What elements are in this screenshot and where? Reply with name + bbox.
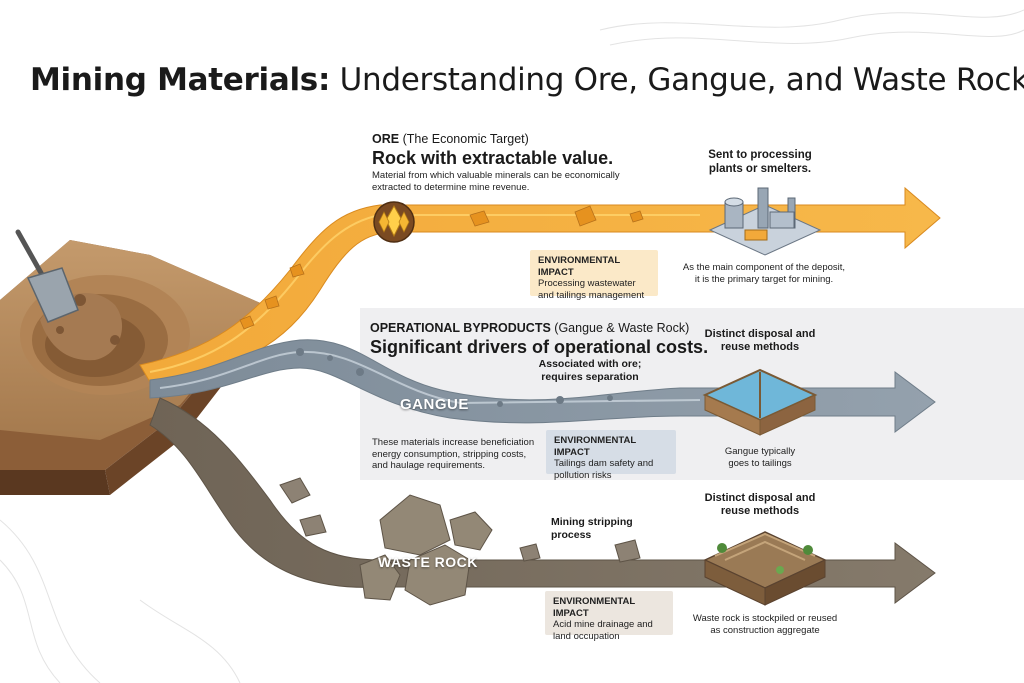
ore-headline: Rock with extractable value. — [372, 148, 613, 169]
waste-rock-label: WASTE ROCK — [378, 554, 478, 570]
waste-destination: Distinct disposal and reuse methods — [690, 492, 830, 518]
gangue-env-heading: ENVIRONMENTAL IMPACT — [554, 435, 668, 458]
byproducts-header-rest: (Gangue & Waste Rock) — [554, 321, 689, 335]
boulder-pile — [360, 495, 492, 605]
title-bold: Mining Materials: — [30, 62, 330, 98]
ore-env-text: Processing wastewater and tailings manag… — [538, 278, 644, 301]
ore-env-heading: ENVIRONMENTAL IMPACT — [538, 255, 650, 278]
title-rest: Understanding Ore, Gangue, and Waste Roc… — [340, 62, 1024, 98]
waste-env-heading: ENVIRONMENTAL IMPACT — [553, 596, 665, 619]
gangue-note: Gangue typically goes to tailings — [715, 446, 805, 469]
waste-note: Waste rock is stockpiled or reused as co… — [690, 613, 840, 636]
byproducts-header-bold: OPERATIONAL BYPRODUCTS — [370, 321, 551, 335]
crystal-icon — [374, 202, 414, 242]
ore-description: Material from which valuable minerals ca… — [372, 170, 622, 193]
byproducts-headline: Significant drivers of operational costs… — [370, 337, 708, 358]
gangue-env-text: Tailings dam safety and pollution risks — [554, 458, 653, 481]
byproducts-header: OPERATIONAL BYPRODUCTS (Gangue & Waste R… — [370, 321, 689, 335]
gangue-association: Associated with ore; requires separation — [520, 358, 660, 384]
ore-note: As the main component of the deposit, it… — [680, 262, 848, 285]
gangue-destination: Distinct disposal and reuse methods — [690, 328, 830, 354]
byproducts-description: These materials increase beneficiation e… — [372, 437, 537, 472]
waste-process: Mining stripping process — [551, 516, 671, 542]
gangue-label: GANGUE — [400, 396, 469, 413]
page-title: Mining Materials: Understanding Ore, Gan… — [30, 62, 1024, 98]
ore-header-bold: ORE — [372, 132, 399, 146]
waste-env-text: Acid mine drainage and land occupation — [553, 619, 653, 642]
ore-header: ORE (The Economic Target) — [372, 132, 529, 146]
waste-env-impact-box: ENVIRONMENTAL IMPACT Acid mine drainage … — [545, 591, 673, 635]
tailings-pond-icon — [705, 370, 815, 435]
gangue-env-impact-box: ENVIRONMENTAL IMPACT Tailings dam safety… — [546, 430, 676, 474]
stockpile-terrain-icon — [705, 532, 825, 605]
ore-header-rest: (The Economic Target) — [403, 132, 529, 146]
ore-env-impact-box: ENVIRONMENTAL IMPACT Processing wastewat… — [530, 250, 658, 296]
ore-destination: Sent to processing plants or smelters. — [690, 148, 830, 176]
